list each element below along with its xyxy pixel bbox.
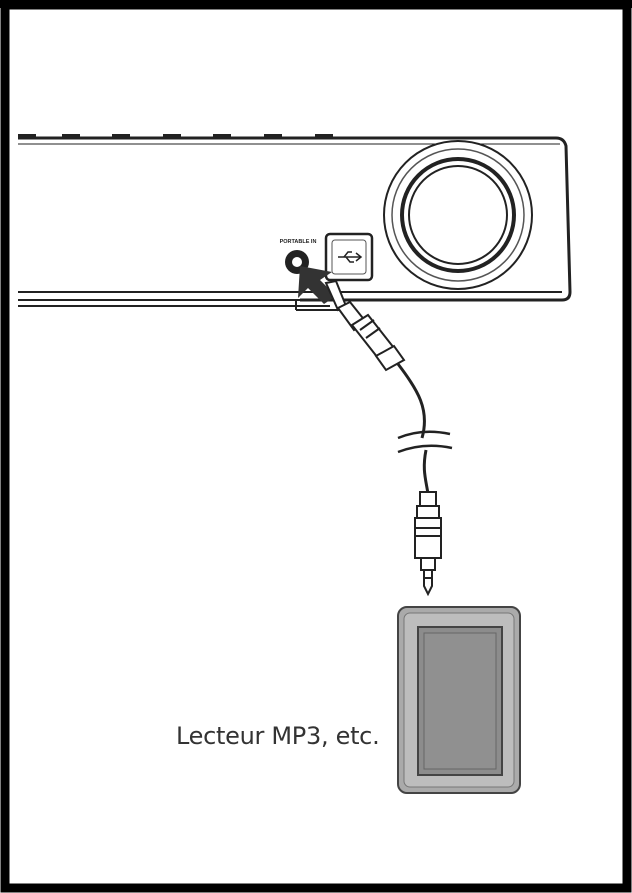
- arrow-icon: [298, 266, 336, 304]
- soundbar-unit: PORTABLE IN: [18, 134, 572, 311]
- usb-port: [324, 232, 374, 282]
- port-label: PORTABLE IN: [280, 239, 317, 245]
- plug-bottom: [414, 491, 442, 597]
- usb-icon: [338, 251, 363, 263]
- cable-upper: [396, 363, 426, 439]
- mp3-device: [397, 606, 521, 794]
- plug-top: [324, 279, 406, 372]
- cable-break-icon: [397, 430, 453, 454]
- cable-lower: [422, 449, 430, 495]
- device-caption: Lecteur MP3, etc.: [176, 722, 380, 750]
- speaker-knob: [383, 140, 533, 290]
- top-bar: [0, 0, 632, 8]
- top-buttons: [18, 134, 333, 138]
